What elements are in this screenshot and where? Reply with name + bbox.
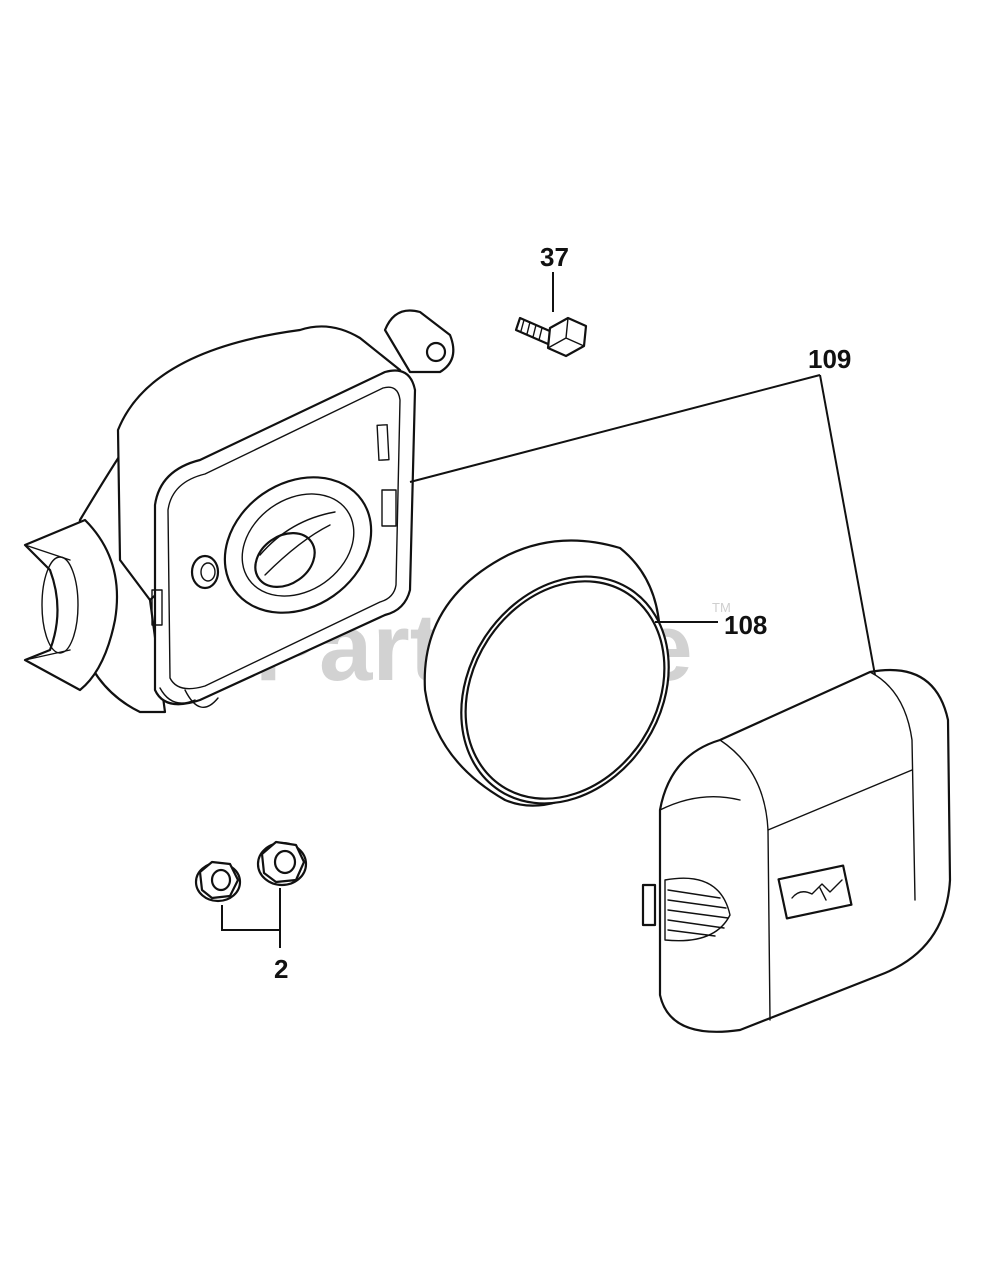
watermark-trademark: TM: [712, 600, 731, 615]
callout-109: 109: [808, 344, 851, 374]
air-filter-base: [23, 309, 455, 714]
callout-37: 37: [540, 242, 569, 272]
callout-2: 2: [274, 954, 288, 984]
foam-filter: [423, 539, 690, 820]
air-filter-cover: [641, 668, 952, 1033]
callout-108: 108: [724, 610, 767, 640]
leader-lines: [221, 272, 876, 948]
screw: [514, 316, 588, 358]
flange-nuts: [194, 840, 308, 903]
callouts: 37 109 108 2: [274, 242, 851, 984]
